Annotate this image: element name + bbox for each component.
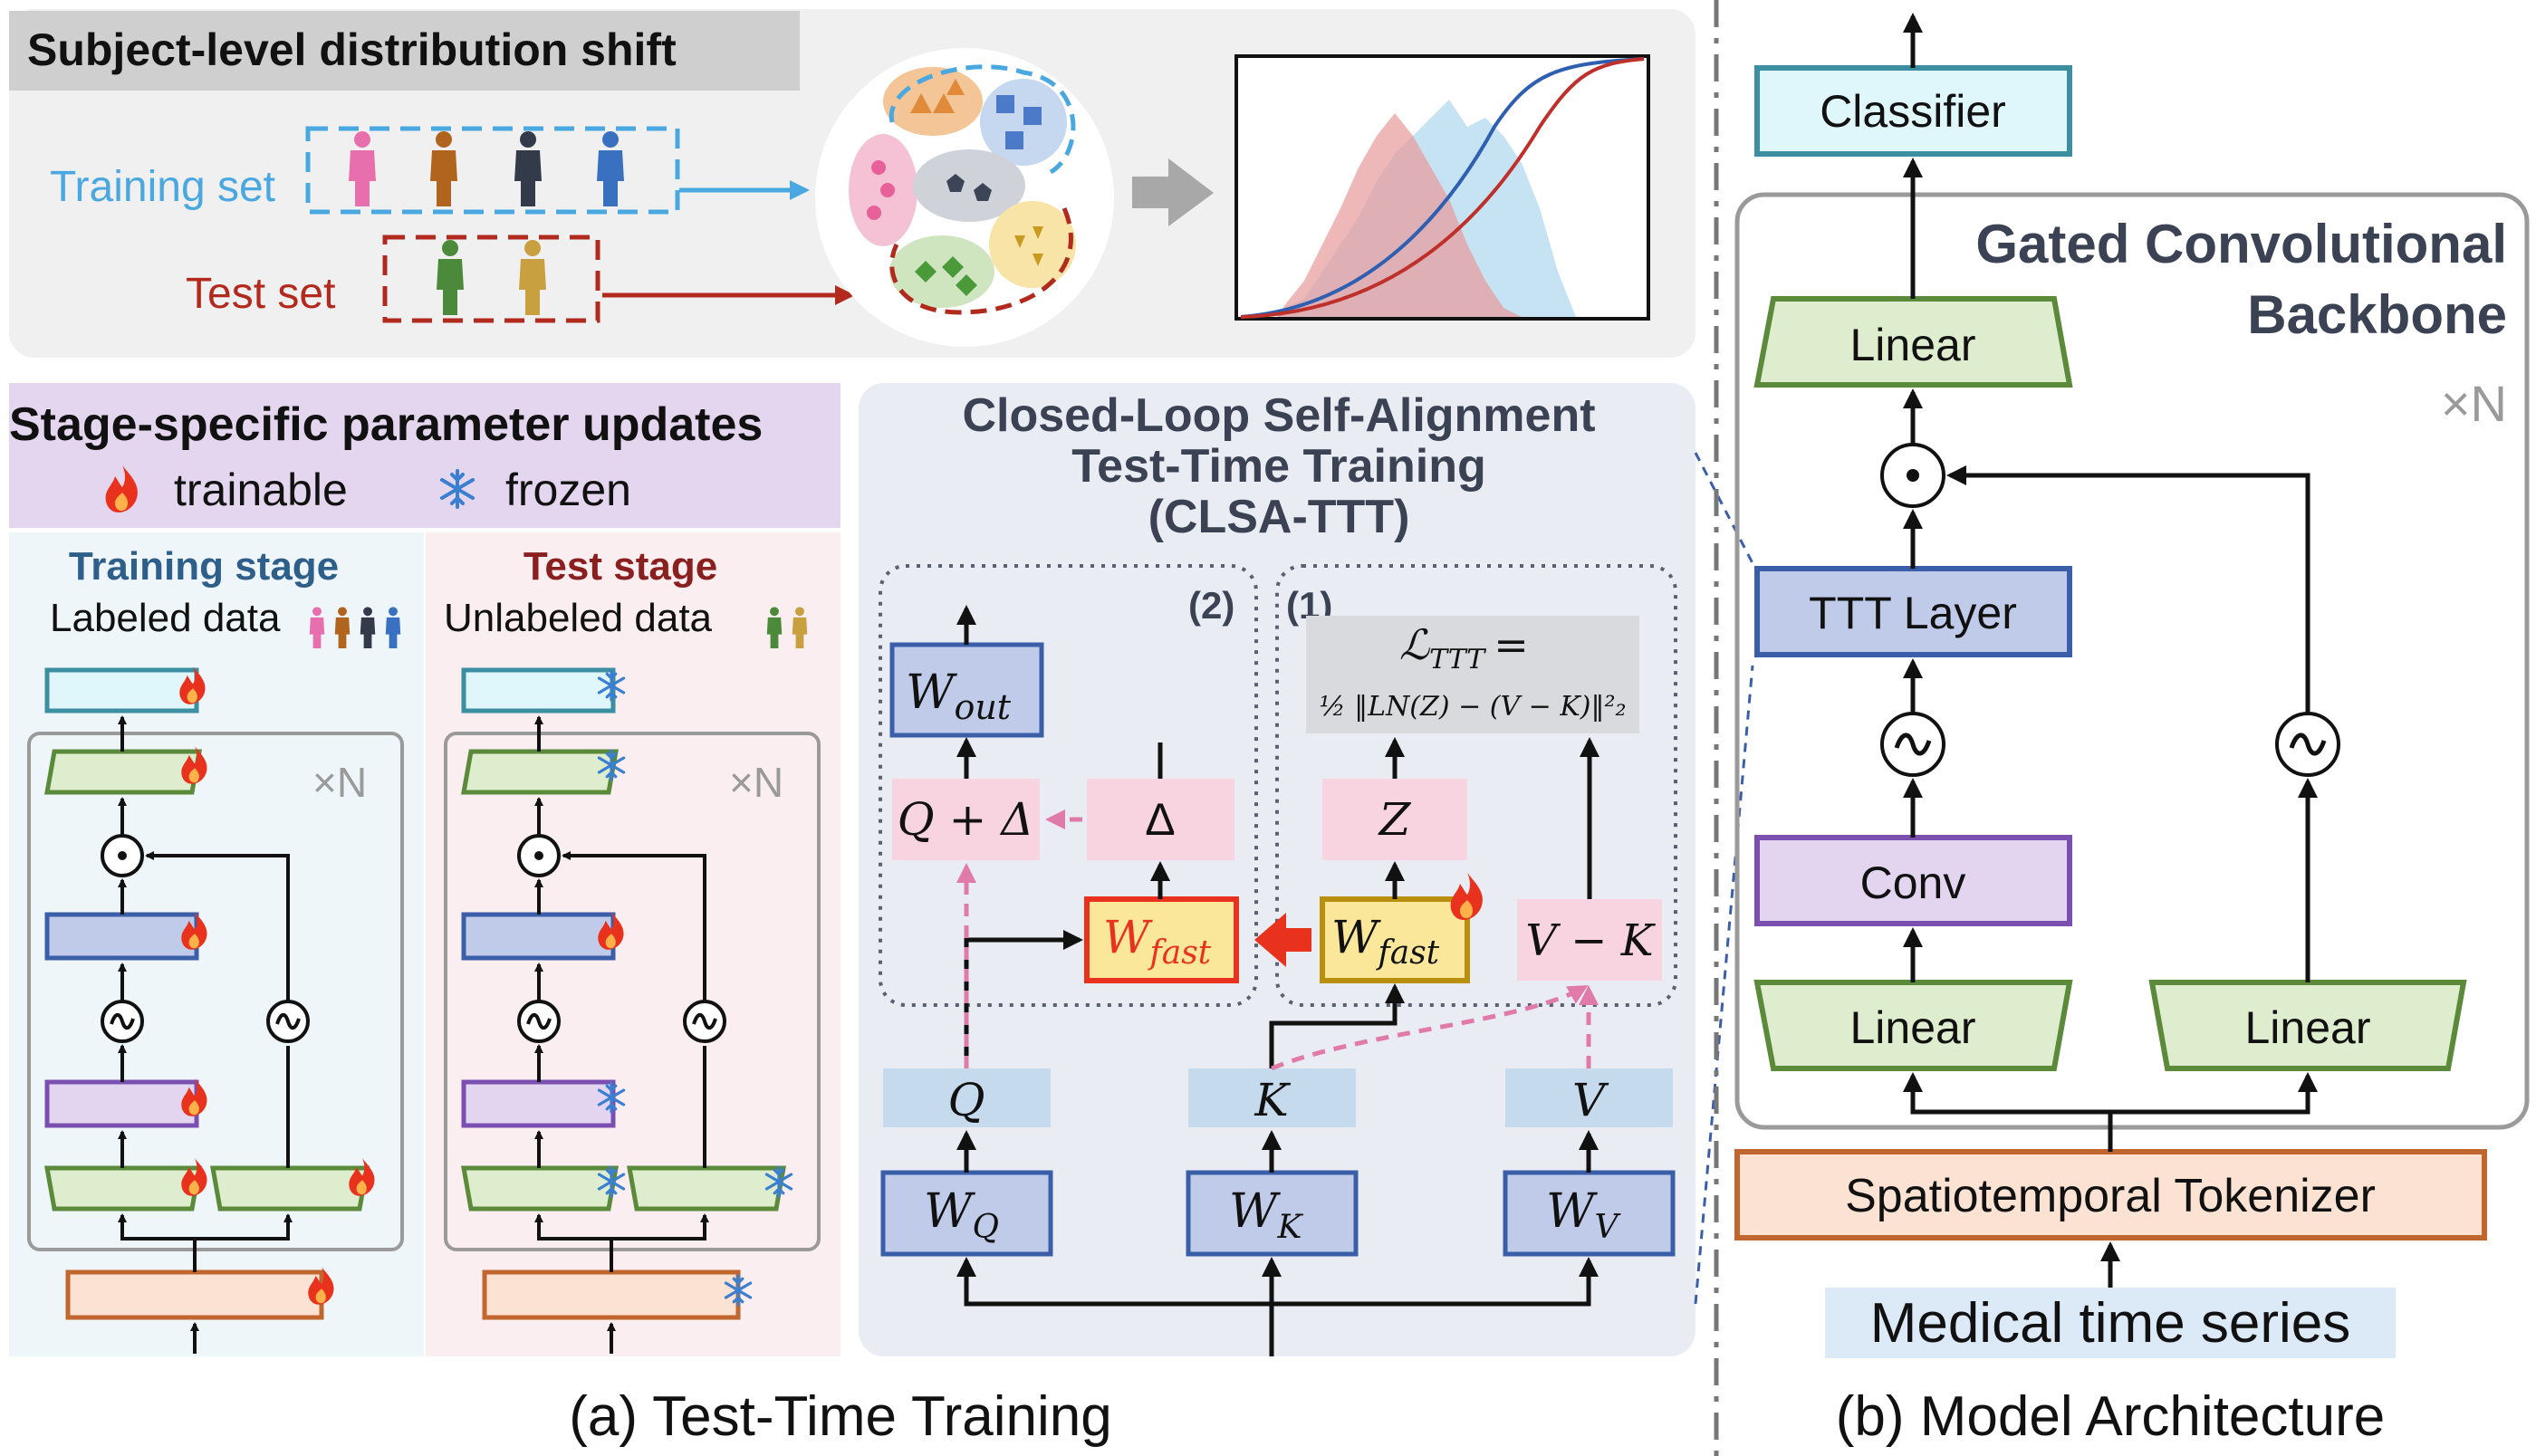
w-out-label: Wout: [906, 666, 1012, 727]
zoom-line-bottom: [1694, 665, 1754, 1305]
wk-label: WK: [1229, 1184, 1303, 1246]
w-fast-label-1: Wfast: [1331, 911, 1440, 972]
q-label: Q: [948, 1074, 985, 1126]
w-fast-box-2: [1084, 896, 1239, 983]
stage-header-bg: [9, 383, 841, 528]
update-arrow: [1254, 913, 1311, 967]
test-set-box: [382, 235, 600, 323]
svg-text:×N: ×N: [729, 759, 783, 806]
group-1-box: [1275, 564, 1677, 1007]
activation-icon: [1882, 714, 1944, 775]
delta-box: [1087, 779, 1234, 860]
wv-box: [1503, 1170, 1676, 1257]
k-box: [1188, 1068, 1356, 1127]
classifier-box: [1754, 65, 2072, 157]
v-minus-k-box: [1517, 899, 1662, 981]
zoom-line-top: [1694, 452, 1754, 564]
caption-right: (b) Model Architecture: [1836, 1385, 2385, 1448]
conv-label: Conv: [1860, 857, 1966, 908]
linear-top-label: Linear: [1850, 320, 1976, 370]
test-stage-title: Test stage: [524, 544, 717, 589]
clsa-title-line3: (CLSA-TTT): [1148, 491, 1410, 543]
shift-arrow: [1132, 158, 1214, 226]
test-set-label: Test set: [186, 270, 335, 318]
loss-formula: ½ ‖LN(Z) − (V − K)‖²₂: [1320, 691, 1627, 723]
gate-multiply-icon: [1880, 443, 1945, 508]
unlabeled-data-label: Unlabeled data: [444, 596, 713, 640]
ttt-layer-box: [1754, 566, 2072, 657]
z-box: [1322, 779, 1467, 860]
v-label: V: [1572, 1074, 1609, 1126]
linear-left-box: [1753, 980, 2073, 1071]
caption-left: (a) Test-Time Training: [569, 1385, 1112, 1448]
input-label: Medical time series: [1870, 1292, 2351, 1355]
tokenizer-box: [1734, 1149, 2487, 1240]
v-box: [1505, 1068, 1673, 1127]
z-label: Z: [1378, 793, 1412, 846]
distribution-histogram: [1234, 54, 1650, 321]
backbone-title-line2: Backbone: [2247, 284, 2507, 345]
wq-label: WQ: [924, 1184, 999, 1246]
w-fast-label-2: Wfast: [1103, 911, 1212, 972]
classifier-label: Classifier: [1820, 86, 2006, 137]
training-mini-backbone: ×N: [27, 666, 404, 1354]
feature-cluster-illustration: [815, 48, 1114, 347]
group-2-label: (2): [1188, 584, 1234, 627]
linear-right-label: Linear: [2245, 1002, 2371, 1053]
conv-box: [1754, 835, 2072, 926]
v-minus-k-label: V − K: [1525, 915, 1656, 966]
ttt-layer-label: TTT Layer: [1809, 588, 2017, 638]
linear-top-box: [1753, 296, 2073, 388]
stage-header-title: Stage-specific parameter updates: [9, 398, 763, 451]
clsa-pink-connectors: [956, 809, 1599, 1071]
k-label: K: [1254, 1074, 1291, 1126]
clsa-title-line1: Closed-Loop Self-Alignment: [962, 389, 1595, 442]
q-plus-delta-box: [892, 779, 1040, 860]
trainable-label: trainable: [174, 465, 348, 515]
linear-right-box: [2148, 980, 2467, 1071]
q-plus-delta-label: Q + Δ: [898, 793, 1034, 846]
test-mini-backbone: ×N: [444, 667, 821, 1354]
q-box: [883, 1068, 1051, 1127]
frozen-label: frozen: [505, 465, 631, 515]
wv-label: WV: [1546, 1184, 1621, 1246]
training-set-label: Training set: [50, 163, 275, 211]
wq-box: [880, 1170, 1053, 1257]
activation-icon: [2277, 714, 2339, 775]
labeled-data-label: Labeled data: [50, 596, 281, 640]
distribution-shift-title-bg: [9, 11, 800, 91]
backbone-title-line1: Gated Convolutional: [1975, 214, 2507, 274]
training-set-box: [305, 126, 680, 215]
clsa-connectors: [956, 605, 1599, 1356]
backbone-frame: [1734, 192, 2530, 1130]
loss-box: [1306, 616, 1639, 733]
input-box: [1825, 1288, 2396, 1358]
backbone-repeat: ×N: [2441, 375, 2507, 432]
tokenizer-label: Spatiotemporal Tokenizer: [1845, 1170, 2376, 1222]
loss-title: ℒTTT=: [1399, 620, 1529, 675]
clsa-title-line2: Test-Time Training: [1071, 440, 1486, 493]
svg-text:×N: ×N: [312, 759, 367, 806]
w-out-box: [889, 642, 1044, 738]
delta-label: Δ: [1145, 794, 1175, 845]
distribution-shift-title: Subject-level distribution shift: [27, 24, 677, 75]
training-stage-title: Training stage: [69, 544, 339, 589]
linear-left-label: Linear: [1850, 1002, 1976, 1053]
arch-connectors: [1903, 13, 2318, 1288]
